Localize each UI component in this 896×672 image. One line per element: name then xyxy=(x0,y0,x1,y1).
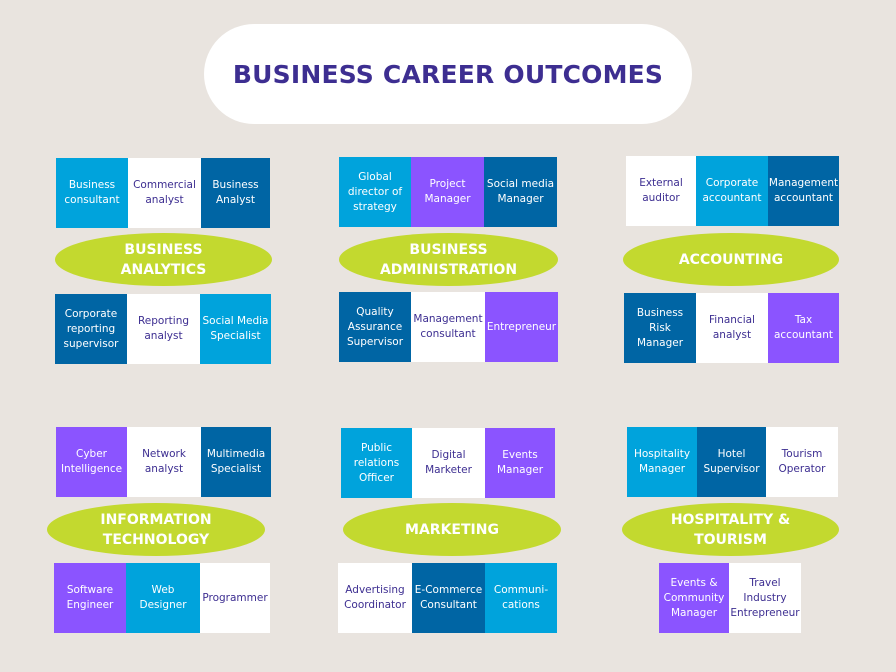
career-box: Software Engineer xyxy=(54,563,126,633)
category-pill-hospitality-tourism: HOSPITALITY & TOURISM xyxy=(622,503,839,556)
page-title: BUSINESS CAREER OUTCOMES xyxy=(232,59,664,89)
career-box: Corporate reporting supervisor xyxy=(55,294,127,364)
category-pill-information-technology: INFORMATION TECHNOLOGY xyxy=(47,503,265,556)
career-box: Advertising Coordinator xyxy=(338,563,412,633)
category-pill-marketing: MARKETING xyxy=(343,503,561,556)
career-box: Public relations Officer xyxy=(341,428,412,498)
hospitality-tourism-top-row: Hospitality Manager Hotel Supervisor Tou… xyxy=(627,427,838,497)
information-technology-bottom-row: Software Engineer Web Designer Programme… xyxy=(54,563,270,633)
career-box: Corporate accountant xyxy=(696,156,768,226)
business-administration-bottom-row: Quality Assurance Supervisor Management … xyxy=(339,292,558,362)
career-box: Web Designer xyxy=(126,563,200,633)
career-box: Management accountant xyxy=(768,156,839,226)
career-box: Cyber Intelligence xyxy=(56,427,127,497)
hospitality-tourism-bottom-row: Events & Community Manager Travel Indust… xyxy=(659,563,801,633)
marketing-top-row: Public relations Officer Digital Markete… xyxy=(341,428,555,498)
career-box: Digital Marketer xyxy=(412,428,485,498)
marketing-bottom-row: Advertising Coordinator E-Commerce Consu… xyxy=(338,563,557,633)
career-box: Multimedia Specialist xyxy=(201,427,271,497)
career-box: Tourism Operator xyxy=(766,427,838,497)
category-pill-accounting: ACCOUNTING xyxy=(623,233,839,286)
career-box: Project Manager xyxy=(411,157,484,227)
career-box: Programmer xyxy=(200,563,270,633)
career-box: Financial analyst xyxy=(696,293,768,363)
career-box: Business Analyst xyxy=(201,158,270,228)
career-box: Network analyst xyxy=(127,427,201,497)
career-box: Social media Manager xyxy=(484,157,557,227)
business-administration-top-row: Global director of strategy Project Mana… xyxy=(339,157,557,227)
career-box: Travel Industry Entrepreneur xyxy=(729,563,801,633)
career-box: Events & Community Manager xyxy=(659,563,729,633)
accounting-top-row: External auditor Corporate accountant Ma… xyxy=(626,156,839,226)
career-box: Reporting analyst xyxy=(127,294,200,364)
career-box: Tax accountant xyxy=(768,293,839,363)
category-pill-business-administration: BUSINESS ADMINISTRATION xyxy=(339,233,558,286)
career-box: E-Commerce Consultant xyxy=(412,563,485,633)
title-banner: BUSINESS CAREER OUTCOMES xyxy=(204,24,692,124)
career-box: External auditor xyxy=(626,156,696,226)
career-box: Events Manager xyxy=(485,428,555,498)
career-box: Business Risk Manager xyxy=(624,293,696,363)
career-box: Social Media Specialist xyxy=(200,294,271,364)
career-box: Entrepreneur xyxy=(485,292,558,362)
career-box: Commercial analyst xyxy=(128,158,201,228)
information-technology-top-row: Cyber Intelligence Network analyst Multi… xyxy=(56,427,271,497)
career-box: Quality Assurance Supervisor xyxy=(339,292,411,362)
category-pill-business-analytics: BUSINESS ANALYTICS xyxy=(55,233,272,286)
career-box: Communi- cations xyxy=(485,563,557,633)
career-box: Hotel Supervisor xyxy=(697,427,766,497)
career-box: Global director of strategy xyxy=(339,157,411,227)
career-box: Hospitality Manager xyxy=(627,427,697,497)
accounting-bottom-row: Business Risk Manager Financial analyst … xyxy=(624,293,839,363)
career-box: Management consultant xyxy=(411,292,485,362)
business-analytics-bottom-row: Corporate reporting supervisor Reporting… xyxy=(55,294,271,364)
career-box: Business consultant xyxy=(56,158,128,228)
business-analytics-top-row: Business consultant Commercial analyst B… xyxy=(56,158,270,228)
